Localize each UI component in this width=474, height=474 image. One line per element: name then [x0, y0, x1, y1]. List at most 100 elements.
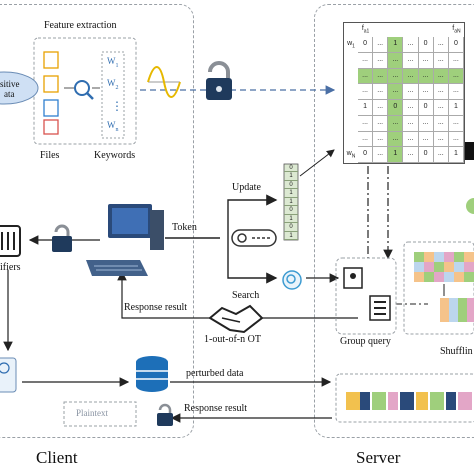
identifiers-label: ifiers [0, 262, 21, 273]
matrix-cell: 1 [388, 147, 404, 163]
matrix-cell: ... [358, 68, 374, 85]
matrix-col-header: faN [452, 25, 461, 35]
update-vector-frame [283, 163, 299, 241]
shuffling-grids [403, 241, 474, 335]
files-label: Files [40, 150, 60, 161]
matrix-cell: ... [448, 52, 464, 69]
matrix-cell: 0 [418, 147, 434, 163]
sensitive-data-cloud [0, 71, 39, 105]
matrix-cell: 0 [358, 147, 374, 163]
matrix-cell: ... [373, 115, 389, 132]
matrix-cell: ... [388, 84, 404, 100]
keywords-ellipsis: ⋮ [111, 99, 123, 113]
matrix-cell: ... [403, 100, 419, 116]
matrix-cell: 1 [448, 100, 464, 116]
token-label: Token [172, 222, 197, 233]
matrix-cell: ... [358, 115, 374, 132]
matrix-cell: ... [403, 52, 419, 69]
matrix-cell: ... [418, 115, 434, 132]
keywords-box [101, 51, 125, 139]
matrix-cell: ... [433, 131, 449, 148]
update-vector-cell: 1 [284, 172, 298, 181]
update-vector-cell: 0 [284, 164, 298, 173]
matrix-cell: ... [433, 68, 449, 85]
update-vector-cell: 0 [284, 206, 298, 215]
sensitive-data-label-2: ata [4, 89, 15, 99]
matrix-cell: ... [388, 52, 404, 69]
identifiers-icon [0, 225, 21, 257]
matrix-cell: ... [403, 115, 419, 132]
matrix-cell: ... [418, 84, 434, 100]
search-icon [282, 270, 302, 290]
update-vector-cell: 1 [284, 198, 298, 207]
matrix-cell: ... [448, 131, 464, 148]
server-label: Server [356, 448, 401, 467]
matrix-cell: ... [403, 37, 419, 53]
response-result-top-label: Response result [124, 302, 188, 313]
matrix-cell: ... [433, 37, 449, 53]
client-lock-icon [52, 224, 72, 252]
matrix-cell: 0 [418, 100, 434, 116]
group-query-icons [335, 257, 397, 335]
sensitive-data-label-1: sitive [0, 79, 20, 89]
update-vector-arrow [299, 149, 335, 177]
matrix-cell: ... [418, 131, 434, 148]
server-data-strip [335, 373, 474, 423]
matrix-cell: ... [373, 147, 389, 163]
sine-wave-icon [147, 66, 181, 98]
response-result-bottom-label: Response result [184, 403, 248, 414]
matrix-cell: ... [373, 68, 389, 85]
matrix-cell: ... [373, 100, 389, 116]
client-label: Client [36, 448, 78, 467]
matrix-cell: ... [403, 131, 419, 148]
client-database-icon [136, 356, 168, 392]
perturbed-data-label: perturbed data [186, 368, 244, 379]
matrix-cell: ... [433, 84, 449, 100]
update-vector-cell: 1 [284, 189, 298, 198]
update-vector-cell: 0 [284, 223, 298, 232]
matrix-cell: ... [388, 131, 404, 148]
matrix-cell: ... [448, 84, 464, 100]
matrix-cell: 0 [448, 37, 464, 53]
response-result-top-arrow [117, 270, 358, 319]
server-panel [314, 4, 474, 438]
matrix-cell: ... [403, 68, 419, 85]
padlock-icon [206, 61, 232, 100]
token-key-icon [231, 229, 277, 247]
plaintext-box [63, 401, 137, 427]
matrix-row-header: w1 [347, 39, 355, 50]
update-arrow [227, 194, 278, 238]
keyword-w2: W2 [107, 78, 119, 91]
matrix-cell: ... [433, 100, 449, 116]
keyword-w1: W1 [107, 56, 119, 69]
matrix-cell: 0 [358, 37, 374, 53]
matrix-cell: ... [433, 115, 449, 132]
matrix-col-header: fa1 [361, 25, 370, 35]
matrix-cell: 1 [358, 100, 374, 116]
matrix-cell: ... [358, 131, 374, 148]
matrix-cell: ... [418, 68, 434, 85]
update-vector-cell: 1 [284, 232, 298, 240]
ot-label: 1-out-of-n OT [204, 334, 261, 345]
update-vector-cell: 0 [284, 181, 298, 190]
matrix-cell: 0 [418, 37, 434, 53]
matrix-cell: 0 [388, 100, 404, 116]
matrix-cell: ... [373, 84, 389, 100]
matrix-cell: ... [448, 68, 464, 85]
matrix-cell: ... [358, 84, 374, 100]
update-label: Update [232, 182, 261, 193]
money-hand-icon [0, 357, 17, 393]
handshake-icon [208, 304, 264, 334]
plaintext-label: Plaintext [76, 408, 108, 418]
plaintext-lock-icon [157, 403, 173, 426]
file-icons [43, 51, 59, 135]
matrix-cell: ... [373, 37, 389, 53]
matrix-cell: ... [373, 52, 389, 69]
search-label: Search [232, 290, 260, 301]
matrix-cell: 1 [388, 37, 404, 53]
matrix-cell: ... [358, 52, 374, 69]
shuffling-label: Shufflin [440, 346, 473, 357]
matrix-cell: ... [403, 84, 419, 100]
